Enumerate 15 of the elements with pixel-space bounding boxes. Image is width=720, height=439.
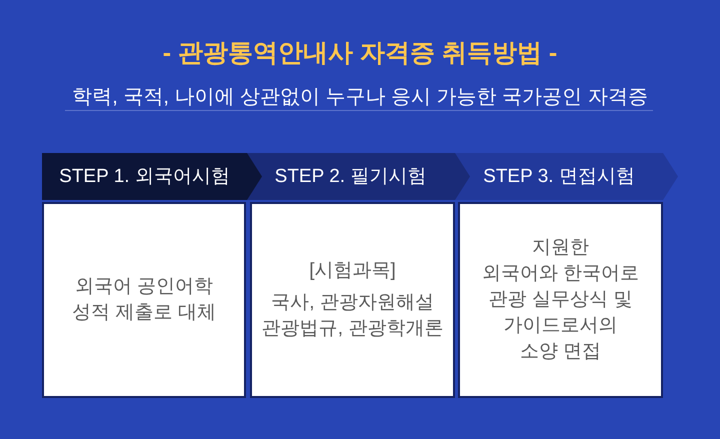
box-text: 외국어 공인어학 성적 제출로 대체 (72, 275, 216, 325)
step-banner (42, 153, 262, 200)
step-label: STEP 3. 면접시험 (482, 165, 636, 189)
subtitle: 학력, 국적, 나이에 상관없이 누구나 응시 가능한 국가공인 자격증 (71, 85, 649, 110)
box-heading: [시험과목] (309, 259, 396, 283)
box-text: 국사, 관광자원해설 관광법규, 관광학개론 (262, 291, 444, 341)
step-label: STEP 1. 외국어시험 (58, 165, 231, 189)
content-box (250, 202, 455, 398)
box-text: 지원한 외국어와 한국어로 관광 실무상식 및 가이드로서의 소양 면접 (482, 236, 640, 364)
step-label: STEP 2. 필기시험 (274, 165, 428, 189)
title: - 관광통역안내사 자격증 취득방법 - (162, 38, 558, 69)
content-box (458, 202, 663, 398)
step-banner (246, 153, 470, 200)
step-banner (455, 153, 678, 200)
content-box (42, 202, 246, 398)
